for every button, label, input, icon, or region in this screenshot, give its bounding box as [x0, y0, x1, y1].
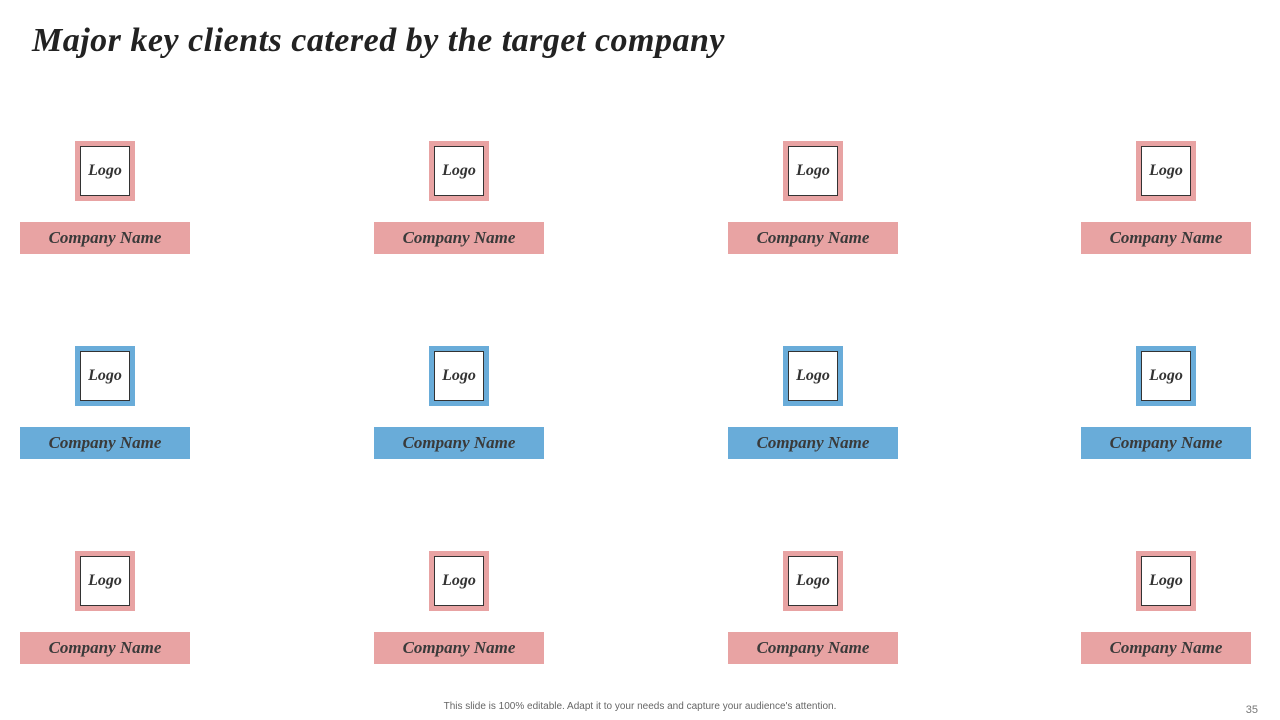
company-name: Company Name	[374, 427, 544, 459]
client-card: Logo Company Name	[1081, 141, 1251, 255]
logo-placeholder: Logo	[434, 146, 484, 196]
logo-placeholder: Logo	[1141, 351, 1191, 401]
company-name: Company Name	[1081, 222, 1251, 254]
company-name: Company Name	[1081, 632, 1251, 664]
logo-placeholder: Logo	[434, 556, 484, 606]
client-card: Logo Company Name	[20, 551, 190, 665]
slide-footer: This slide is 100% editable. Adapt it to…	[443, 701, 837, 712]
logo-placeholder: Logo	[80, 556, 130, 606]
logo-frame: Logo	[783, 346, 843, 406]
logo-frame: Logo	[429, 346, 489, 406]
client-card: Logo Company Name	[728, 551, 898, 665]
client-card: Logo Company Name	[728, 141, 898, 255]
logo-frame: Logo	[1136, 551, 1196, 611]
logo-frame: Logo	[429, 551, 489, 611]
company-name: Company Name	[728, 222, 898, 254]
logo-placeholder: Logo	[80, 351, 130, 401]
company-name: Company Name	[20, 632, 190, 664]
logo-frame: Logo	[75, 551, 135, 611]
logo-frame: Logo	[1136, 346, 1196, 406]
company-name: Company Name	[20, 222, 190, 254]
logo-frame: Logo	[783, 141, 843, 201]
client-card: Logo Company Name	[374, 551, 544, 665]
client-card: Logo Company Name	[374, 346, 544, 460]
company-name: Company Name	[1081, 427, 1251, 459]
logo-frame: Logo	[75, 346, 135, 406]
logo-placeholder: Logo	[788, 556, 838, 606]
client-card: Logo Company Name	[20, 346, 190, 460]
logo-placeholder: Logo	[1141, 556, 1191, 606]
client-card: Logo Company Name	[728, 346, 898, 460]
logo-frame: Logo	[783, 551, 843, 611]
company-name: Company Name	[374, 222, 544, 254]
logo-placeholder: Logo	[788, 146, 838, 196]
logo-placeholder: Logo	[434, 351, 484, 401]
logo-frame: Logo	[75, 141, 135, 201]
company-name: Company Name	[374, 632, 544, 664]
logo-placeholder: Logo	[80, 146, 130, 196]
logo-placeholder: Logo	[788, 351, 838, 401]
client-card: Logo Company Name	[20, 141, 190, 255]
client-card: Logo Company Name	[374, 141, 544, 255]
company-name: Company Name	[20, 427, 190, 459]
page-number: 35	[1245, 704, 1258, 716]
logo-frame: Logo	[1136, 141, 1196, 201]
client-card: Logo Company Name	[1081, 551, 1251, 665]
company-name: Company Name	[728, 632, 898, 664]
logo-placeholder: Logo	[1141, 146, 1191, 196]
client-card: Logo Company Name	[1081, 346, 1251, 460]
logo-frame: Logo	[429, 141, 489, 201]
company-name: Company Name	[728, 427, 898, 459]
slide-title: Major key clients catered by the target …	[32, 22, 725, 59]
